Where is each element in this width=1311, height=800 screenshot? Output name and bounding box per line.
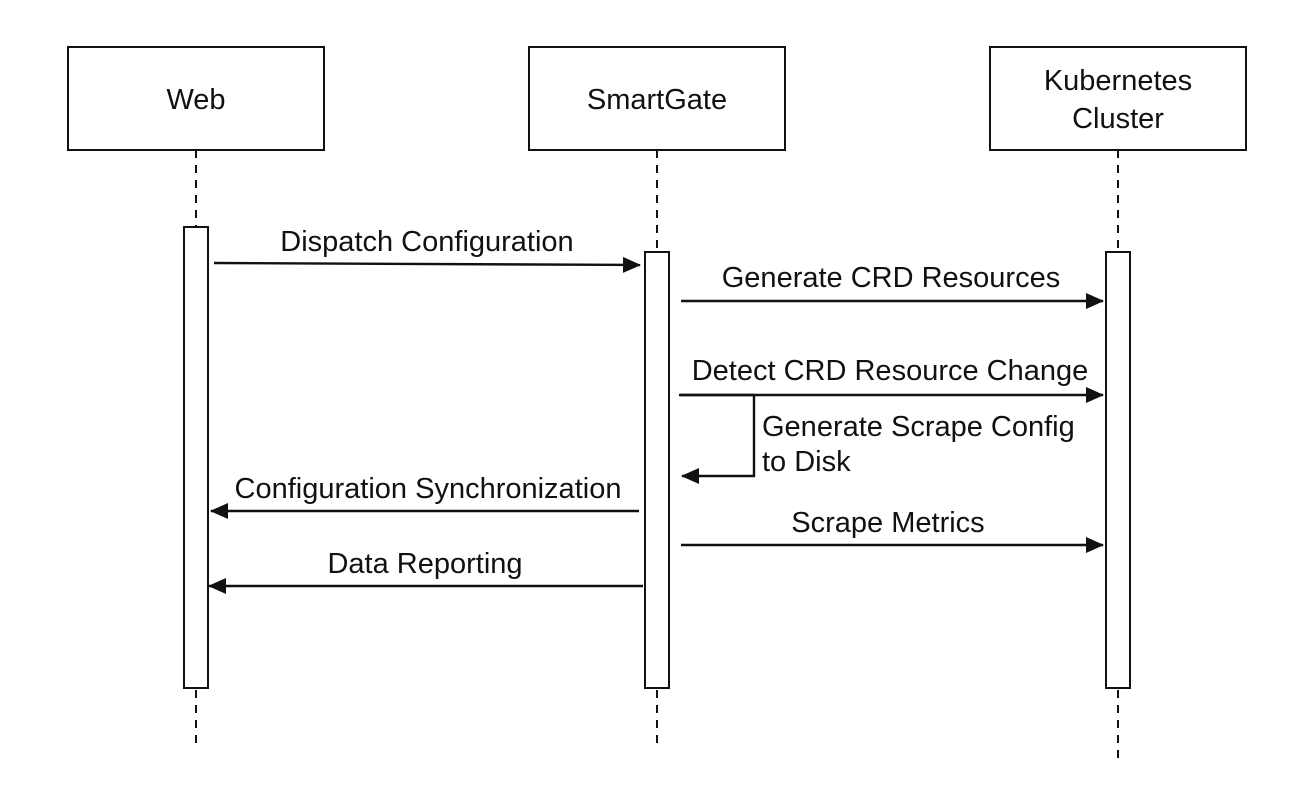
participant-box-web [67,46,325,151]
message-detect-crd-resource-change: Detect CRD Resource Change [679,355,1104,403]
participant-label-smartgate: SmartGate [587,84,727,116]
message-dispatch-configuration: Dispatch Configuration [213,226,641,273]
participant-kubernetes-cluster: Kubernetes Cluster [989,46,1247,760]
participant-label-cluster: Cluster [1072,103,1164,135]
message-label-configuration-synchronization: Configuration Synchronization [235,473,622,505]
message-label-generate-crd-resources: Generate CRD Resources [722,262,1060,294]
message-scrape-metrics: Scrape Metrics [681,507,1104,553]
participant-box-smartgate [528,46,786,151]
participant-box-kubernetes-cluster [989,46,1247,151]
activation-bar-web [183,226,209,689]
message-data-reporting: Data Reporting [208,548,643,594]
message-label-generate-scrape-config-line2: to Disk [762,446,851,478]
activation-bar-kubernetes-cluster [1105,251,1131,689]
message-label-scrape-metrics: Scrape Metrics [791,507,984,539]
message-label-data-reporting: Data Reporting [327,548,522,580]
participant-label-kubernetes: Kubernetes [1044,65,1192,97]
message-arrow-generate-scrape-config [680,393,756,484]
message-label-detect-crd-resource-change: Detect CRD Resource Change [692,355,1089,387]
message-arrow-dispatch-configuration [213,256,641,273]
message-generate-crd-resources: Generate CRD Resources [681,262,1104,309]
message-generate-scrape-config: Generate Scrape Config to Disk [680,393,1075,484]
message-label-generate-scrape-config-line1: Generate Scrape Config [762,411,1075,443]
participant-web: Web [67,46,325,745]
message-label-dispatch-configuration: Dispatch Configuration [280,226,573,258]
participant-label-web: Web [166,84,225,116]
activation-bar-smartgate [644,251,670,689]
message-configuration-synchronization: Configuration Synchronization [210,473,639,519]
participant-smartgate: SmartGate [528,46,786,745]
